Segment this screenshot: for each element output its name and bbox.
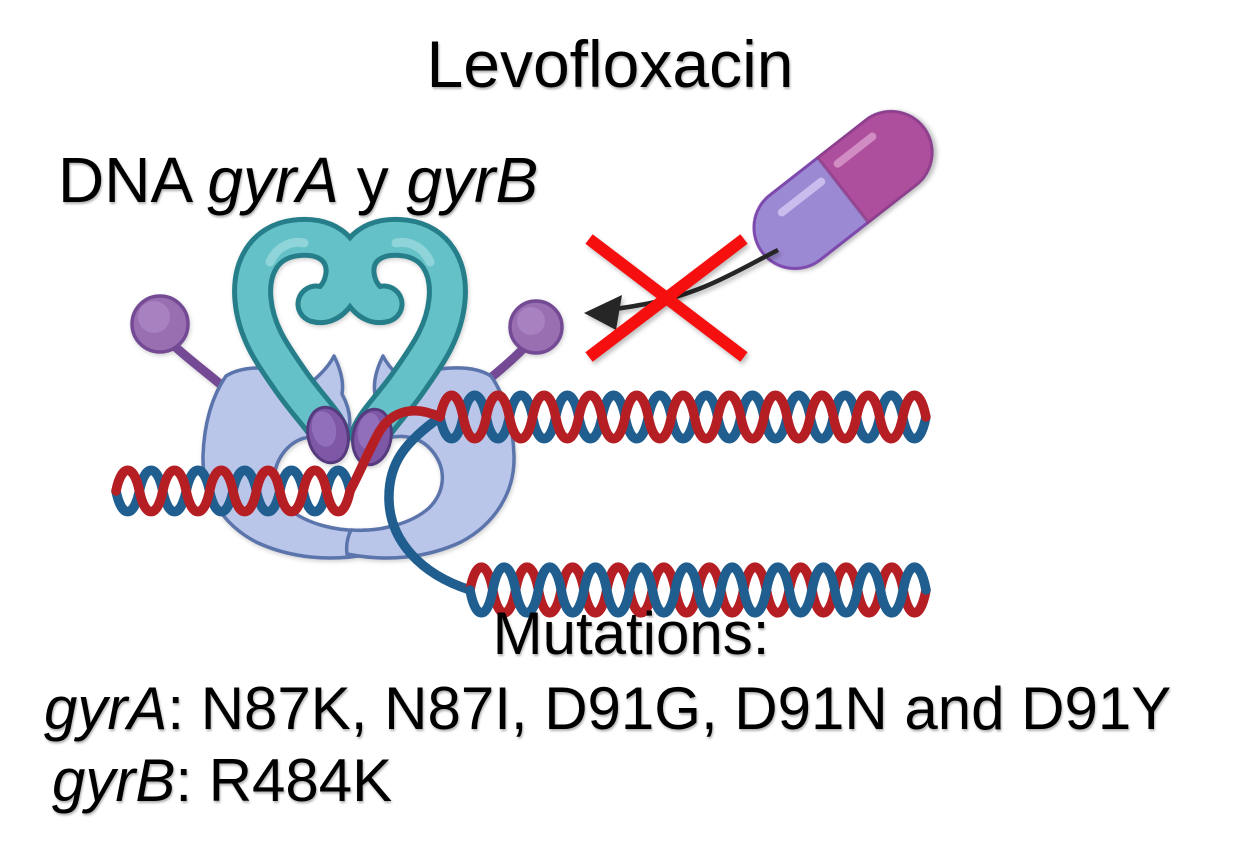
gyrase-ball-right-highlight: [517, 307, 545, 335]
gyra-gene-name: gyrA: [44, 675, 168, 742]
drug-title: Levofloxacin: [426, 27, 794, 101]
dna-upper-helix-blue-strand: [435, 390, 931, 444]
x-stroke-2: [585, 234, 748, 362]
dna-left-helix-red-strand: [111, 465, 355, 517]
enzyme-label-conjunction: y: [338, 144, 407, 216]
pill-highlight-dark: [833, 132, 877, 168]
teal-highlight-right: [391, 237, 435, 267]
pill-icon: [752, 109, 934, 271]
mutations-heading: Mutations:: [492, 600, 770, 667]
teal-arm-right: [340, 221, 463, 451]
dna-center-blue-strand: [384, 412, 475, 595]
red-x-icon: [585, 234, 748, 362]
teal-highlight-left: [265, 237, 309, 267]
pill-highlight-light: [777, 177, 826, 217]
gene-gyrb: gyrB: [406, 144, 539, 216]
gyrase-ball-left-highlight: [138, 301, 170, 333]
gyra-mutations-list: : N87K, N87I, D91G, D91N and D91Y: [167, 675, 1172, 742]
gyrase-stalk-left: [167, 339, 225, 389]
arrow-head: [584, 295, 622, 330]
gene-gyra: gyrA: [207, 144, 339, 216]
dna-center-red-strand: [345, 406, 445, 496]
gyrb-mutations-list: : R484K: [175, 747, 393, 814]
pill-dark-half-outline: [815, 109, 934, 225]
gyrb-mutations-line: gyrB: R484K: [52, 748, 392, 814]
dna-gyrase-graphic: [130, 216, 564, 560]
gyrase-teal-domain: [232, 216, 468, 456]
dna-double-helix-graphic: [111, 390, 931, 618]
enzyme-label: DNA gyrA y gyrB: [58, 145, 538, 215]
dna-upper-helix-red-strand: [435, 390, 931, 444]
gyra-mutations-line: gyrA: N87K, N87I, D91G, D91N and D91Y: [44, 676, 1171, 742]
enzyme-label-prefix: DNA: [58, 144, 208, 216]
core-oval-left-highlight: [311, 411, 337, 447]
dna-bottom-helix-blue-strand: [465, 562, 931, 618]
gyrase-stalk-right: [483, 343, 529, 385]
gyrb-gene-name: gyrB: [52, 747, 176, 814]
